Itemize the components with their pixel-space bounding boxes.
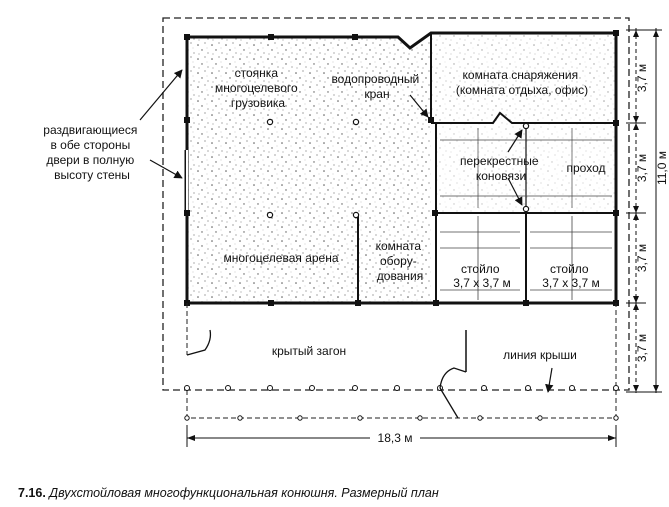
arena-columns (266, 118, 530, 219)
figure-caption: 7.16. Двухстойловая многофункциональная … (18, 486, 439, 500)
arena-floor (187, 33, 431, 120)
label-water-tap: водопроводный кран (331, 72, 422, 101)
arena-floor-lower (187, 120, 431, 303)
aisle-grid (440, 128, 612, 208)
label-aisle: проход (567, 161, 606, 175)
covered-pen-fence (186, 303, 617, 419)
bottom-dimension-arrows (187, 435, 616, 441)
label-stall-1: стойло 3,7 х 3,7 м (453, 262, 511, 290)
pen-fence-posts (184, 385, 619, 421)
dim-right-2: 3,7 м (635, 154, 649, 182)
label-arena: многоцелевая арена (223, 251, 338, 265)
arrow-roof-line (545, 367, 554, 393)
label-cross-ties: перекрестные коновязи (460, 154, 542, 183)
stall-1-grid (440, 216, 520, 300)
pen-gate-left (186, 329, 212, 356)
label-covered-pen: крытый загон (272, 344, 346, 358)
pen-gate-bottom (439, 387, 459, 419)
label-sliding-doors: раздвигающиеся в обе стороны двери в пол… (43, 123, 140, 182)
arrow-cross-ties-top (507, 129, 523, 153)
right-dimension-arrows (633, 30, 659, 392)
right-block-floor (431, 33, 616, 123)
arrow-sliding-door-top (139, 69, 183, 121)
dim-bottom-total: 18,3 м (378, 431, 413, 445)
bottom-dimension-line (186, 425, 617, 447)
stall-2-grid (530, 216, 612, 300)
caption-text: Двухстойловая многофункциональная конюшн… (49, 486, 439, 500)
dim-right-total: 11,0 м (655, 151, 669, 185)
label-roof-line: линия крыши (503, 348, 577, 362)
wall-tack-room-bottom (431, 111, 616, 124)
label-truck-parking: стоянка многоцелевого грузовика (215, 66, 301, 110)
dim-right-4: 3,7 м (635, 334, 649, 362)
caption-number: 7.16. (18, 486, 46, 500)
arrow-water-tap (409, 94, 429, 118)
arrow-sliding-door-bottom (149, 159, 183, 179)
label-tack-room: комната снаряжения (комната отдыха, офис… (456, 68, 588, 97)
label-equipment-room: комната обору- дования (376, 239, 425, 283)
main-building-outline (185, 31, 618, 305)
dim-right-1: 3,7 м (635, 64, 649, 92)
pen-gate-right (439, 367, 467, 389)
dim-right-3: 3,7 м (635, 244, 649, 272)
arrow-cross-ties-bottom (507, 177, 523, 206)
stable-floor-plan: стоянка многоцелевого грузовика водопров… (43, 17, 669, 447)
label-stall-2: стойло 3,7 х 3,7 м (542, 262, 600, 290)
